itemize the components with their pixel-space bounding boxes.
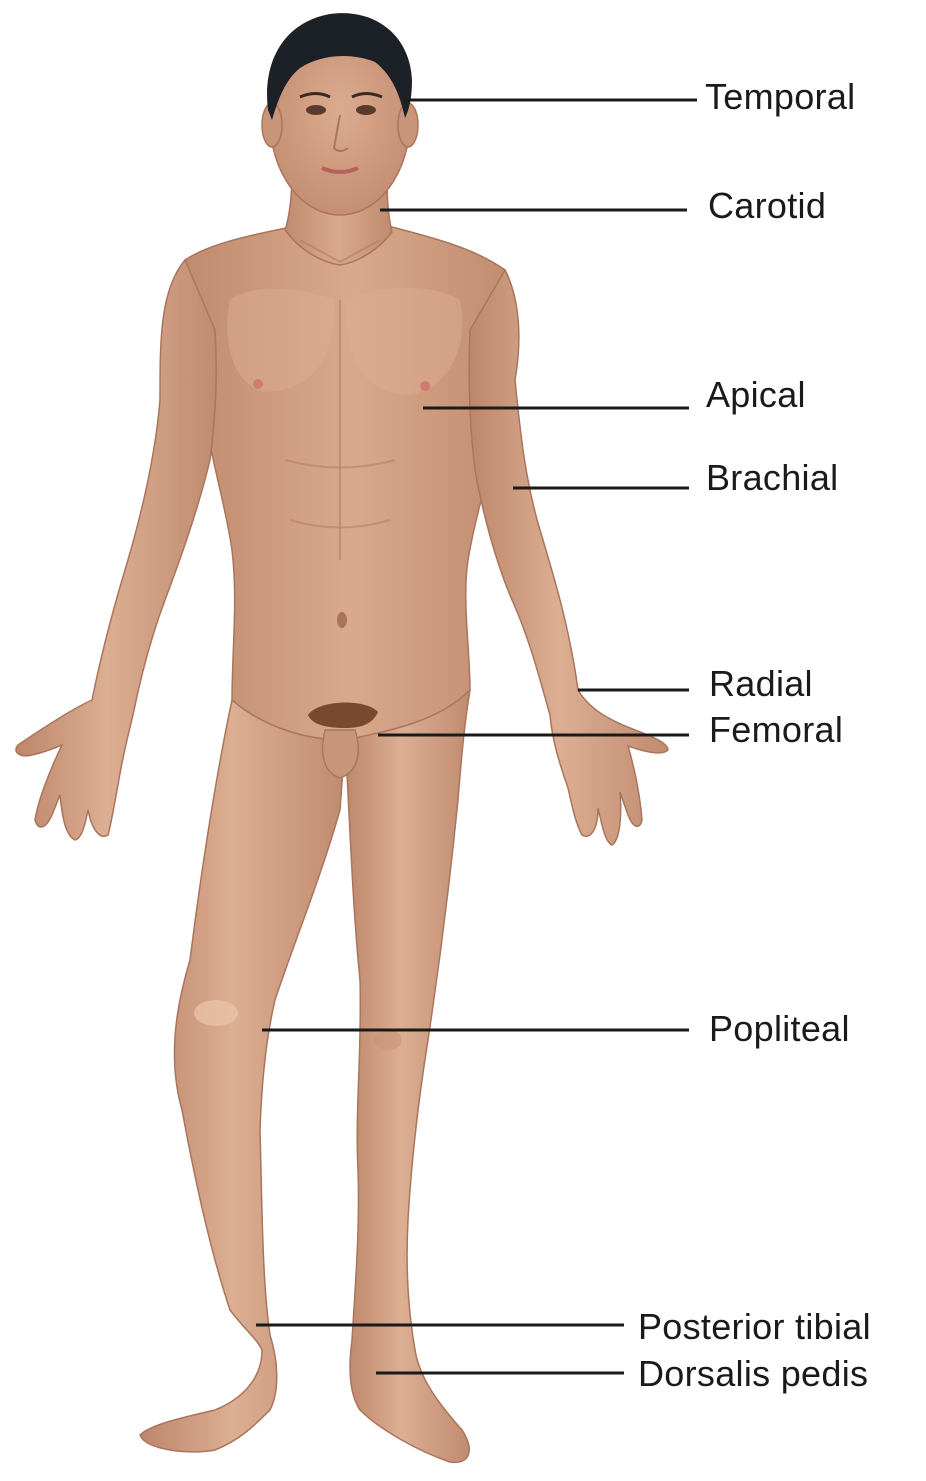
label-temporal: Temporal <box>705 76 856 117</box>
face <box>299 92 383 174</box>
left-eye <box>306 105 326 115</box>
navel <box>337 612 347 628</box>
label-brachial: Brachial <box>706 457 839 498</box>
torso-details <box>227 239 463 628</box>
label-carotid: Carotid <box>708 185 827 226</box>
right-leg <box>344 688 471 1464</box>
right-brow <box>351 92 383 99</box>
label-dorsalis-pedis: Dorsalis pedis <box>638 1353 869 1394</box>
right-knee-highlight <box>374 1030 402 1050</box>
genitals <box>321 729 359 779</box>
right-eye <box>356 105 376 115</box>
hair <box>267 13 412 121</box>
nose <box>332 114 349 152</box>
label-apical: Apical <box>706 374 806 415</box>
right-arm <box>468 268 669 846</box>
label-posterior-tibial: Posterior tibial <box>638 1306 871 1347</box>
groin <box>308 702 378 779</box>
left-brow <box>299 92 331 99</box>
left-nipple <box>253 379 263 389</box>
left-knee-highlight <box>194 1000 238 1026</box>
label-radial: Radial <box>709 663 813 704</box>
leader-lines <box>256 98 697 1375</box>
label-popliteal: Popliteal <box>709 1008 850 1049</box>
left-leg <box>139 699 346 1453</box>
mouth <box>321 166 359 174</box>
pubic-hair <box>308 702 378 728</box>
label-femoral: Femoral <box>709 709 844 750</box>
left-arm <box>15 258 217 841</box>
right-nipple <box>420 381 430 391</box>
